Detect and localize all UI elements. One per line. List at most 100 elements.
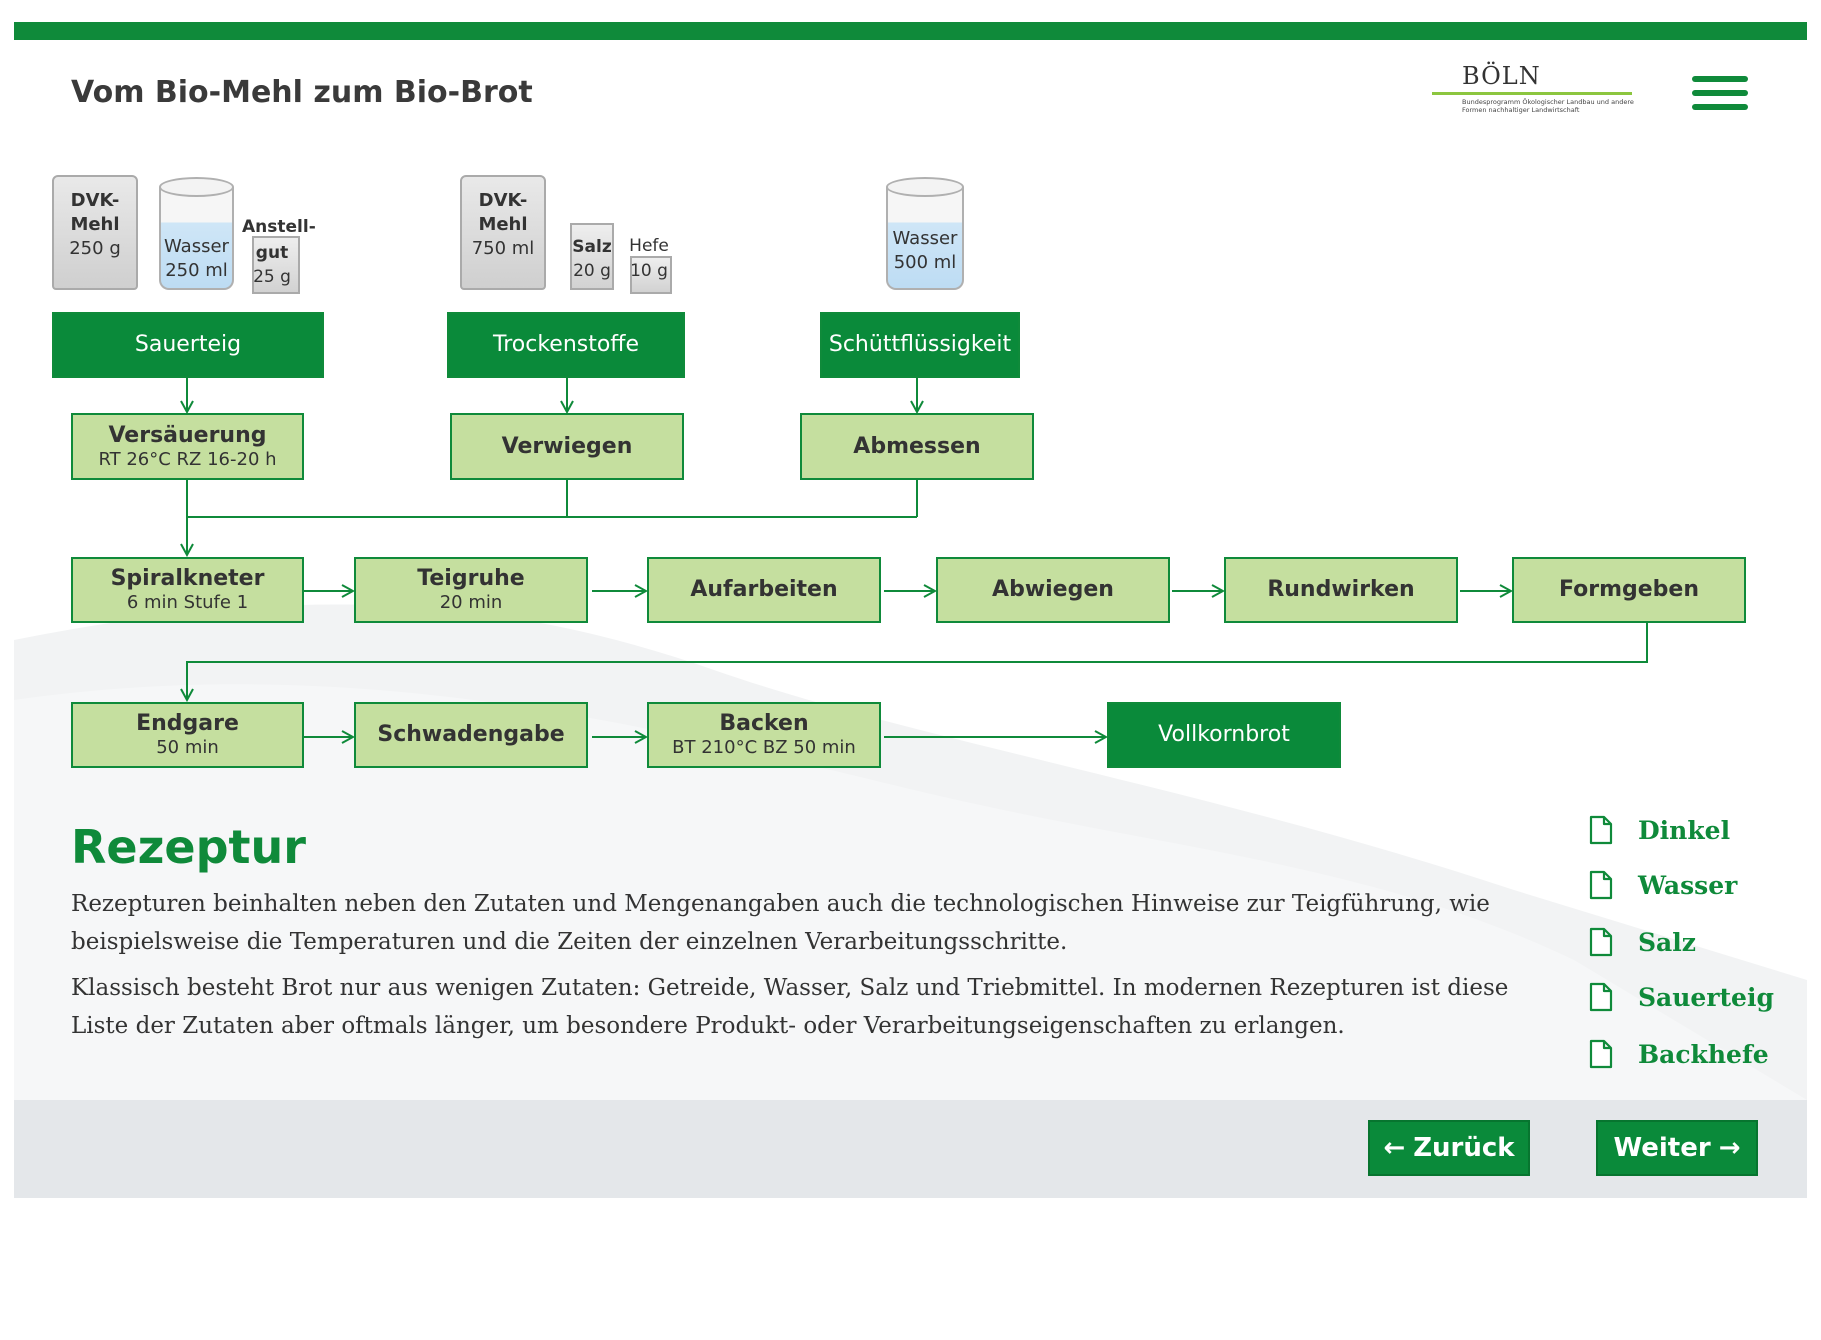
hamburger-menu-icon[interactable] [1692, 72, 1748, 114]
link-wasser[interactable]: Wasser [1589, 870, 1737, 900]
logo-underline [1432, 92, 1632, 95]
document-icon [1589, 982, 1613, 1012]
link-backhefe[interactable]: Backhefe [1589, 1039, 1769, 1069]
step-detail: BT 210°C BZ 50 min [672, 737, 856, 758]
paragraph-1: Rezepturen beinhalten neben den Zutaten … [71, 891, 1490, 955]
step-teigruhe: Teigruhe 20 min [354, 557, 588, 623]
step-label: Rundwirken [1267, 577, 1415, 602]
step-label: Schwadengabe [377, 722, 565, 747]
ingredient-dvk-mehl-750ml: DVK- Mehl 750 ml [460, 175, 546, 290]
step-label: Aufarbeiten [690, 577, 838, 602]
flow-connectors [14, 378, 1648, 800]
ingredient-amount: 750 ml [471, 238, 535, 259]
ingredient-label: gut [255, 243, 289, 263]
step-label: Abmessen [853, 433, 981, 459]
ingredient-label: DVK- [70, 190, 120, 211]
step-label: Backen [719, 711, 809, 736]
step-abwiegen: Abwiegen [936, 557, 1170, 623]
step-label: Spiralkneter [110, 566, 265, 591]
ingredient-label: DVK- [478, 190, 528, 211]
ingredient-anstellgut-25g: Anstell- gut 25 g [242, 214, 316, 294]
pouch-shape [630, 256, 672, 294]
step-detail: 20 min [439, 592, 503, 613]
next-button-label: Weiter [1613, 1133, 1711, 1163]
ingredient-amount: 10 g [630, 261, 668, 281]
ingredient-dvk-mehl-250g: DVK- Mehl 250 g [52, 175, 138, 290]
ingredient-wasser-250ml: Wasser 250 ml [159, 177, 234, 290]
step-formgeben: Formgeben [1512, 557, 1746, 623]
step-rundwirken: Rundwirken [1224, 557, 1458, 623]
link-salz[interactable]: Salz [1589, 927, 1696, 957]
link-sauerteig[interactable]: Sauerteig [1589, 982, 1774, 1012]
step-trockenstoffe: Trockenstoffe [447, 312, 685, 378]
step-label: Sauerteig [134, 332, 242, 357]
link-label: Wasser [1638, 870, 1738, 900]
ingredient-label: Wasser [164, 236, 229, 257]
glass-rim [159, 177, 234, 197]
ingredient-hefe-10g: Hefe 10 g [626, 234, 672, 294]
boeln-logo: BÖLN Bundesprogramm Ökologischer Landbau… [1432, 60, 1642, 130]
step-label: Trockenstoffe [493, 332, 639, 357]
footer-bar: ← Zurück Weiter → [14, 1100, 1807, 1198]
arrow-formgeben-endgare [187, 623, 1648, 700]
step-vollkornbrot: Vollkornbrot [1107, 702, 1341, 768]
step-detail: 50 min [156, 737, 219, 758]
ingredient-label: Mehl [478, 214, 528, 235]
glass-rim [886, 177, 964, 197]
ingredient-amount: 25 g [253, 267, 291, 287]
back-button[interactable]: ← Zurück [1368, 1120, 1530, 1176]
section-title: Rezeptur [71, 820, 306, 874]
top-bar [14, 22, 1807, 40]
step-detail: RT 26°C RZ 16-20 h [98, 448, 277, 470]
page-title: Vom Bio-Mehl zum Bio-Brot [71, 75, 533, 110]
link-label: Backhefe [1638, 1039, 1769, 1069]
page: Vom Bio-Mehl zum Bio-Brot BÖLN Bundespro… [14, 0, 1807, 1340]
step-label: Verwiegen [501, 433, 633, 459]
menu-bar [1692, 76, 1748, 82]
ingredient-label: Mehl [70, 214, 120, 235]
step-label: Endgare [136, 711, 239, 736]
step-label: Formgeben [1558, 577, 1700, 602]
ingredient-amount: 250 g [69, 238, 121, 259]
step-sauerteig: Sauerteig [52, 312, 324, 378]
ingredient-amount: 250 ml [165, 260, 228, 281]
next-button[interactable]: Weiter → [1596, 1120, 1758, 1176]
document-icon [1589, 1039, 1613, 1069]
pouch-shape [252, 236, 300, 294]
ingredient-amount: 20 g [573, 261, 611, 281]
step-label: Abwiegen [992, 577, 1114, 602]
step-label: Schüttflüssigkeit [828, 332, 1012, 357]
link-label: Sauerteig [1638, 982, 1774, 1012]
back-button-label: Zurück [1413, 1133, 1515, 1163]
step-detail: 6 min Stufe 1 [126, 592, 249, 613]
logo-name: BÖLN [1462, 62, 1541, 90]
step-backen: Backen BT 210°C BZ 50 min [647, 702, 881, 768]
document-icon [1589, 927, 1613, 957]
step-label: Versäuerung [108, 422, 267, 448]
ingredient-label: Salz [572, 237, 612, 257]
step-verwiegen: Verwiegen [450, 413, 684, 480]
step-schwadengabe: Schwadengabe [354, 702, 588, 768]
step-label: Teigruhe [417, 566, 525, 591]
ingredient-wasser-500ml: Wasser 500 ml [886, 177, 964, 290]
link-label: Salz [1638, 927, 1696, 957]
paragraph-2: Klassisch besteht Brot nur aus wenigen Z… [71, 975, 1509, 1039]
ingredient-amount: 500 ml [893, 252, 957, 273]
link-dinkel[interactable]: Dinkel [1589, 815, 1730, 845]
arrow-left-icon: ← [1383, 1133, 1406, 1163]
document-icon [1589, 815, 1613, 845]
step-endgare: Endgare 50 min [71, 702, 304, 768]
menu-bar [1692, 90, 1748, 96]
step-versaeuerung: Versäuerung RT 26°C RZ 16-20 h [71, 413, 304, 480]
ingredient-salz-20g: Salz 20 g [570, 223, 614, 290]
step-label: Vollkornbrot [1158, 722, 1290, 747]
ingredient-label: Wasser [892, 228, 958, 249]
ingredient-label: Anstell- [242, 217, 316, 237]
step-aufarbeiten: Aufarbeiten [647, 557, 881, 623]
step-schuettfluessigkeit: Schüttflüssigkeit [820, 312, 1020, 378]
menu-bar [1692, 104, 1748, 110]
ingredient-label: Hefe [629, 236, 669, 256]
link-label: Dinkel [1638, 815, 1731, 845]
arrow-right-icon: → [1718, 1133, 1741, 1163]
step-abmessen: Abmessen [800, 413, 1034, 480]
